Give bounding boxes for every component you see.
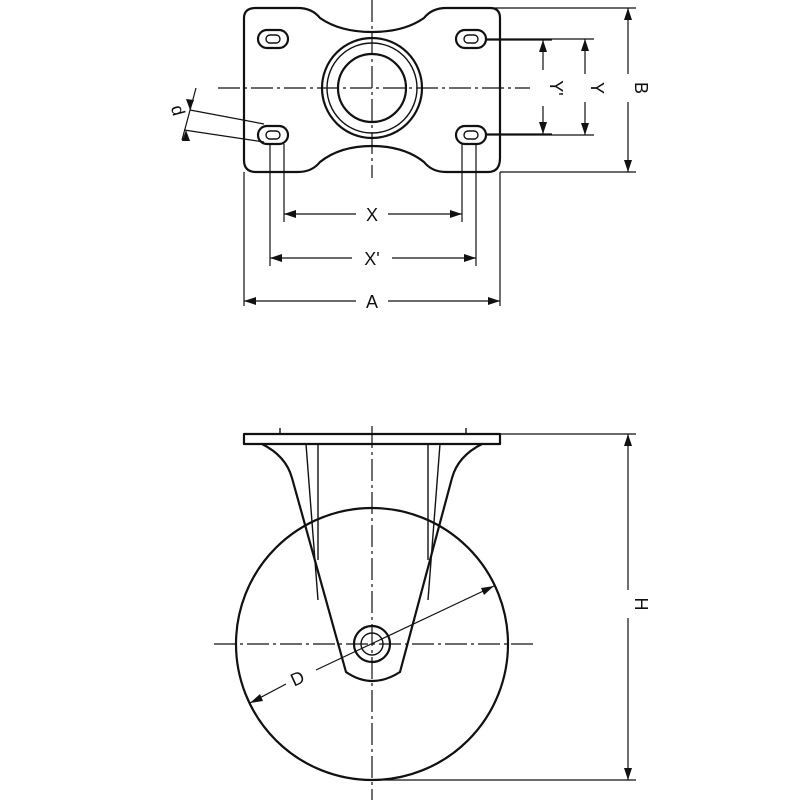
dimension-d-label: d <box>167 103 189 118</box>
dimension-h-label: H <box>631 598 651 611</box>
dimension-d-wheel <box>249 585 495 704</box>
dimension-a-label: A <box>366 292 378 312</box>
side-view: D H <box>214 426 651 800</box>
fork-inner-line-left <box>305 443 319 601</box>
dimension-d-wheel-label: D <box>287 667 307 691</box>
dimension-x <box>284 210 462 218</box>
dimension-b-label: B <box>631 82 651 94</box>
dimension-h <box>624 434 632 780</box>
fork-inner-line-right <box>427 443 441 601</box>
dimension-d <box>181 87 265 143</box>
bolt-hole-bottom-left <box>256 124 290 146</box>
bolt-hole-bottom-right <box>454 124 488 146</box>
bolt-hole-top-left <box>256 28 290 50</box>
dimension-x-prime <box>270 254 476 262</box>
fork-bracket <box>260 442 484 683</box>
dimension-b <box>624 8 632 172</box>
dimension-y-prime-label: Y' <box>546 80 566 95</box>
dimension-y-label: Y <box>587 82 607 94</box>
top-view: X X' A Y' <box>167 0 651 312</box>
dimension-x-label: X <box>366 205 378 225</box>
dimension-y <box>581 39 589 135</box>
bolt-hole-top-right <box>454 28 488 50</box>
dimension-x-prime-label: X' <box>364 249 379 269</box>
dimension-a <box>244 297 500 305</box>
mounting-plate-outline <box>242 6 502 174</box>
dimension-y-prime <box>539 40 547 134</box>
